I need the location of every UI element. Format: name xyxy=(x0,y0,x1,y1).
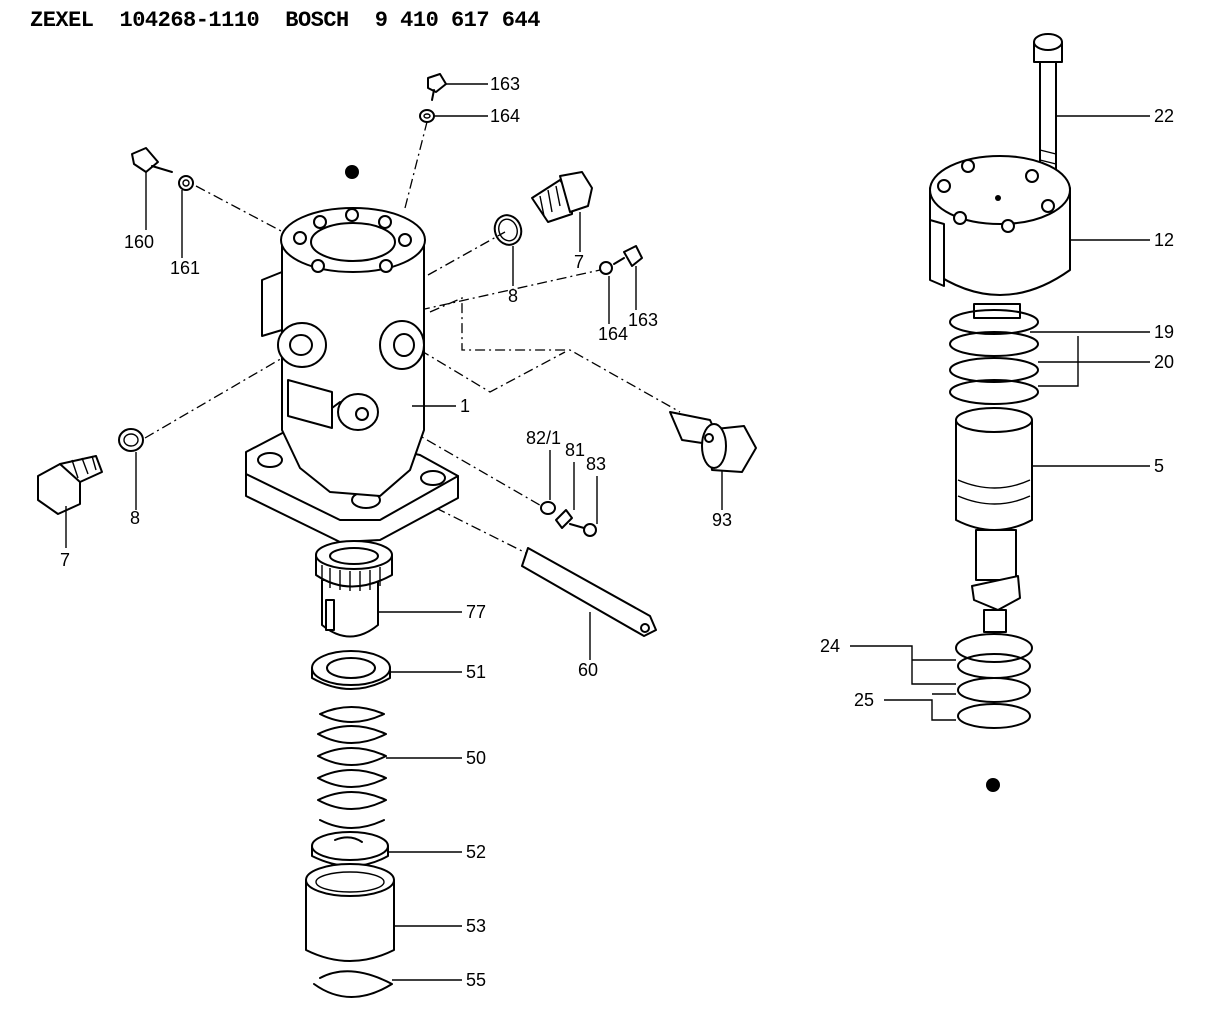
label-5: 5 xyxy=(1154,456,1164,476)
label-1: 1 xyxy=(460,396,470,416)
control-rack-60 xyxy=(521,547,657,637)
plug-7-upper xyxy=(531,171,593,223)
label-19: 19 xyxy=(1154,322,1174,342)
label-163-top: 163 xyxy=(490,74,520,94)
label-7-upper: 7 xyxy=(574,252,584,272)
label-163-right: 163 xyxy=(628,310,658,330)
part-number: 104268-1110 xyxy=(119,8,260,33)
tappet-53 xyxy=(305,863,395,962)
label-25: 25 xyxy=(854,690,874,710)
screw-163-top xyxy=(419,73,447,123)
label-53: 53 xyxy=(466,916,486,936)
brand-number: 9 410 617 644 xyxy=(374,8,541,33)
label-22: 22 xyxy=(1154,106,1174,126)
label-8-left: 8 xyxy=(130,508,140,528)
circlip-55 xyxy=(313,970,393,998)
label-161: 161 xyxy=(170,258,200,278)
oring-8-upper xyxy=(493,214,523,246)
locating-dot-marker xyxy=(345,165,359,179)
label-7-left: 7 xyxy=(60,550,70,570)
valve-holder-12 xyxy=(929,155,1071,296)
label-24: 24 xyxy=(820,636,840,656)
rings-24-25 xyxy=(955,633,1033,792)
leader-lines xyxy=(65,83,1150,981)
label-51: 51 xyxy=(466,662,486,682)
label-55: 55 xyxy=(466,970,486,990)
spring-50 xyxy=(317,706,387,829)
screw-163-right xyxy=(599,245,643,275)
part-number-labels: 163 164 160 161 7 8 163 164 1 82/1 81 83… xyxy=(60,74,1174,990)
label-93: 93 xyxy=(712,510,732,530)
barrel-5 xyxy=(949,303,1039,633)
label-12: 12 xyxy=(1154,230,1174,250)
label-50: 50 xyxy=(466,748,486,768)
plug-7-left xyxy=(37,455,103,515)
maker-name: ZEXEL xyxy=(30,8,94,33)
spring-seat-51 xyxy=(311,650,391,690)
label-82-1: 82/1 xyxy=(526,428,561,448)
label-83: 83 xyxy=(586,454,606,474)
pump-housing xyxy=(245,165,459,543)
bolt-22 xyxy=(1033,33,1063,181)
label-20: 20 xyxy=(1154,352,1174,372)
lower-spring-seat-52 xyxy=(311,831,389,867)
bleed-bolt-93 xyxy=(669,411,757,473)
diagram-header: ZEXEL 104268-1110 BOSCH 9 410 617 644 xyxy=(30,8,566,44)
label-60: 60 xyxy=(578,660,598,680)
label-81: 81 xyxy=(565,440,585,460)
label-77: 77 xyxy=(466,602,486,622)
screw-160 xyxy=(131,147,194,191)
label-164-top: 164 xyxy=(490,106,520,126)
label-52: 52 xyxy=(466,842,486,862)
label-8-upper: 8 xyxy=(508,286,518,306)
label-160: 160 xyxy=(124,232,154,252)
small-parts-81-83 xyxy=(540,501,597,537)
control-sleeve-77 xyxy=(315,540,393,638)
brand-name: BOSCH xyxy=(285,8,349,33)
oring-8-left xyxy=(118,428,144,452)
locating-dot-marker-right xyxy=(986,778,1000,792)
label-164-right: 164 xyxy=(598,324,628,344)
